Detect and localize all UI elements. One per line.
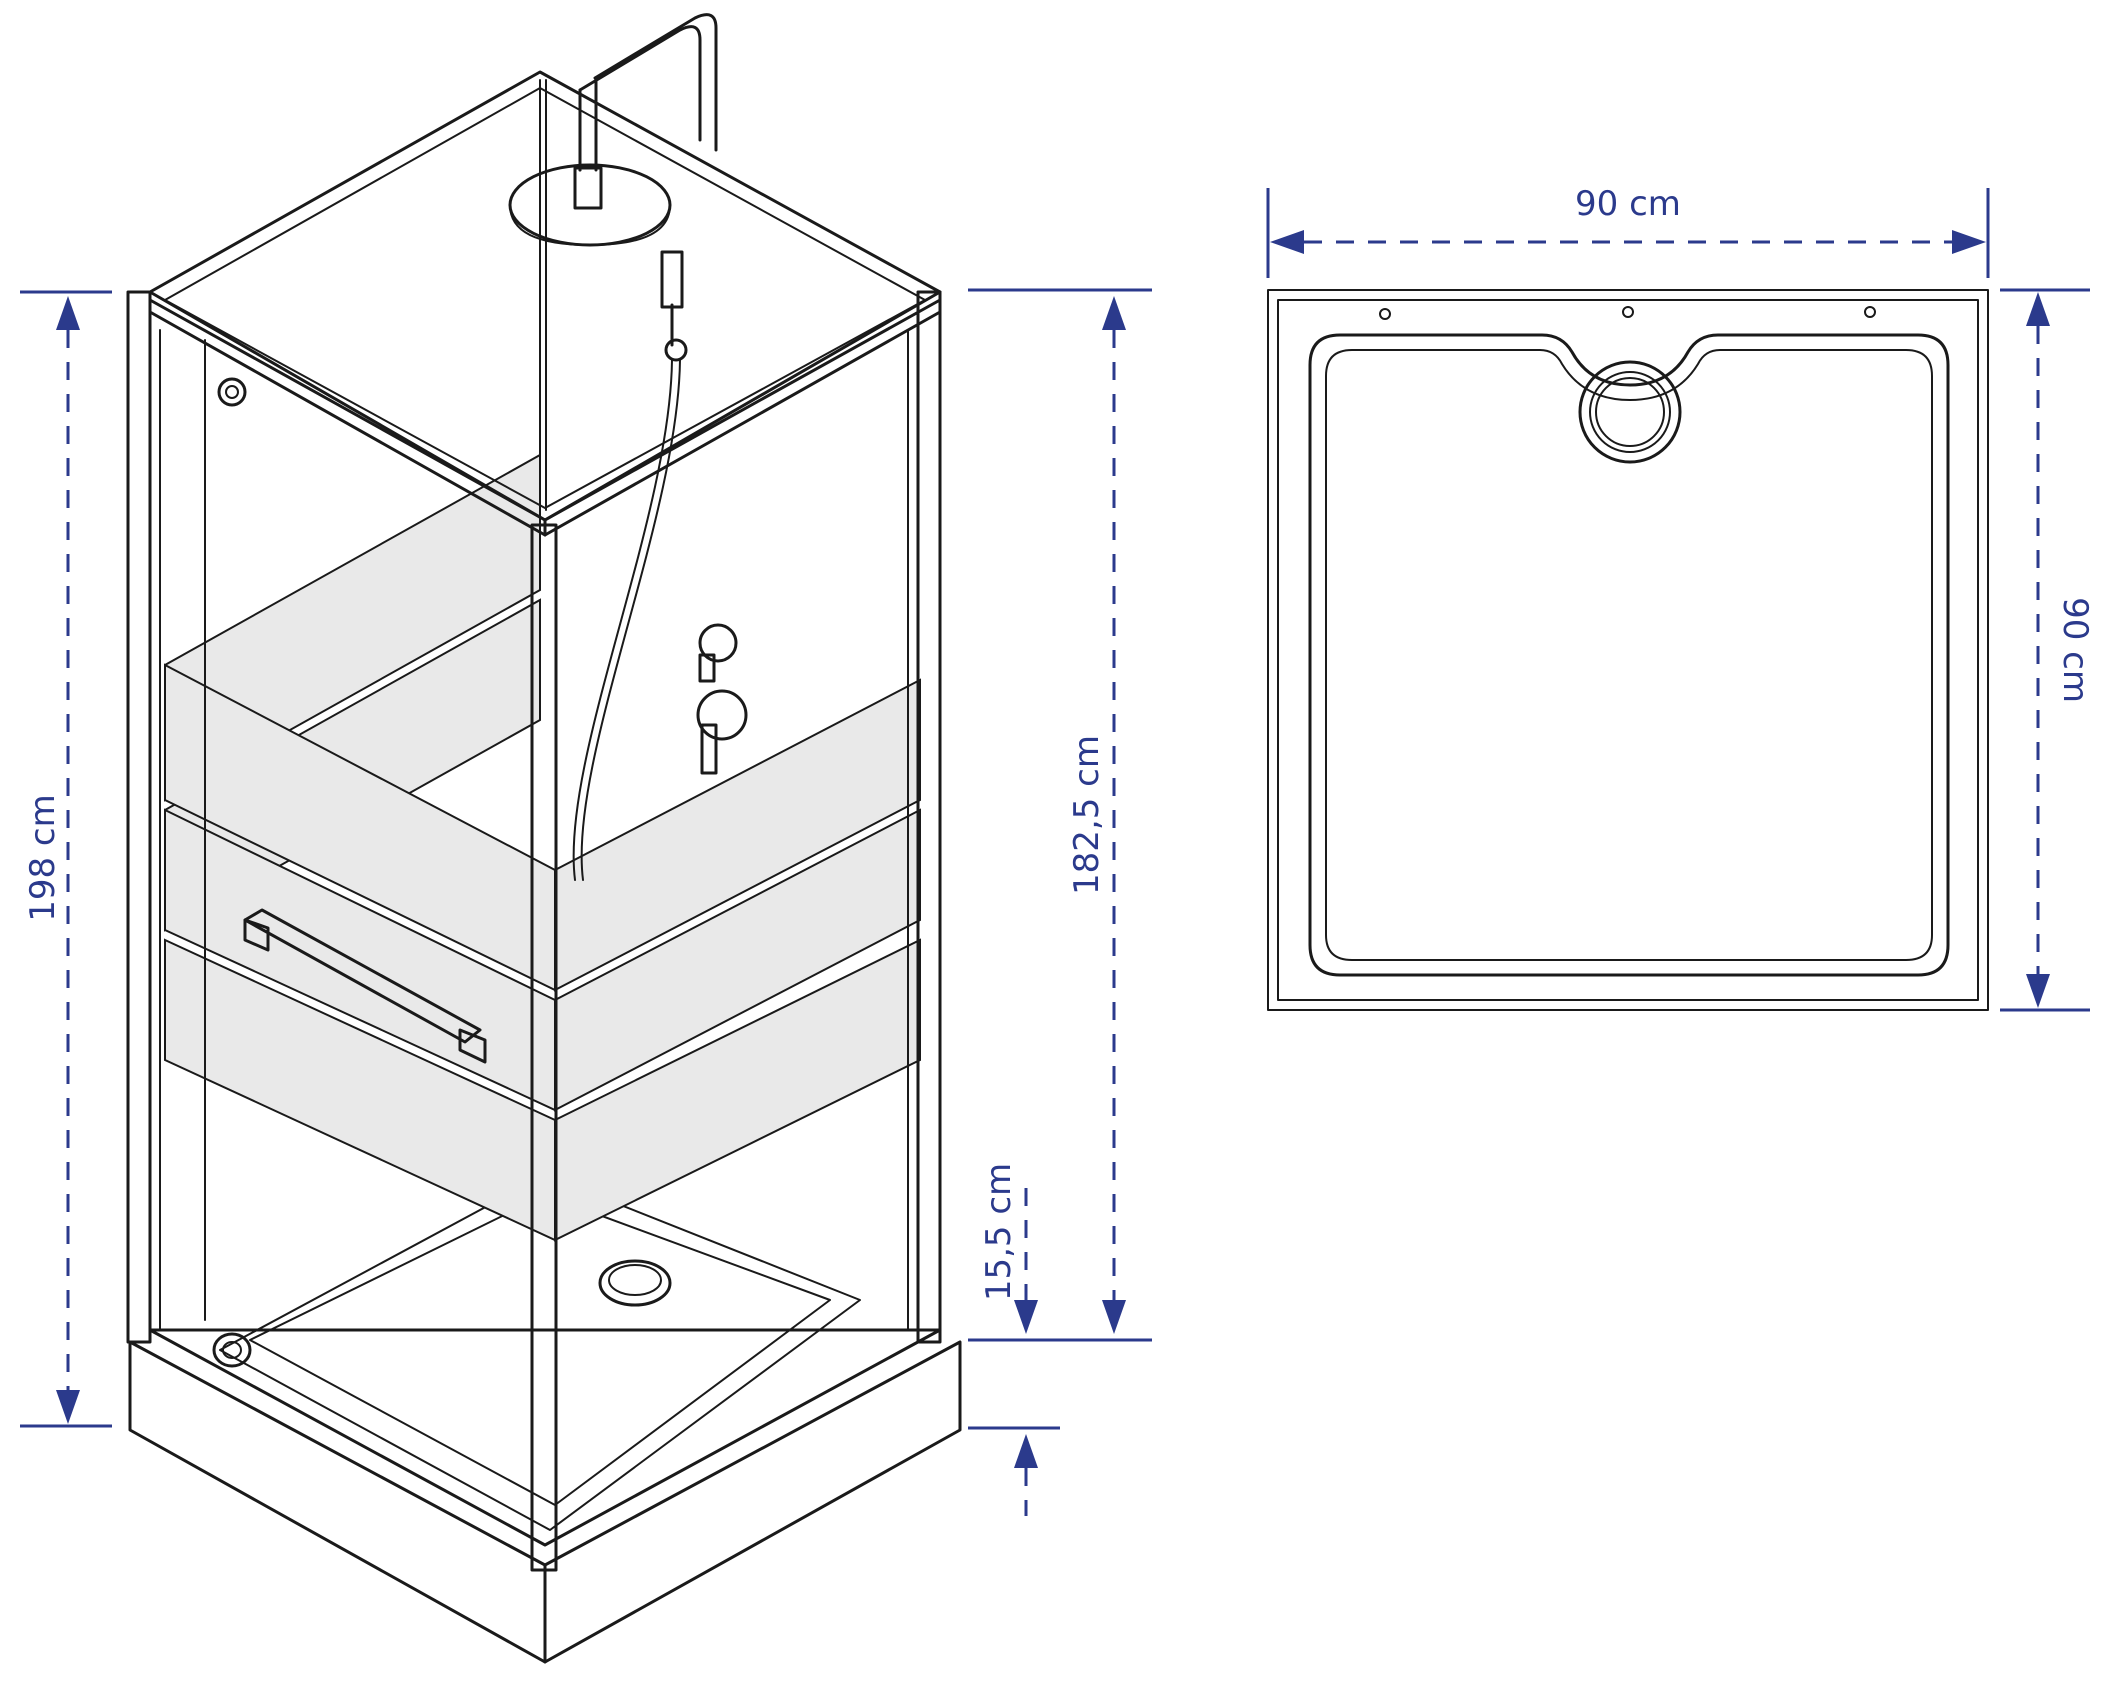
total-height-label: 198 cm [23,794,63,922]
tray-height-label: 15,5 cm [979,1163,1019,1301]
cabin-frame [126,70,942,1572]
width-label: 90 cm [1575,184,1681,224]
frosted-glass-bands [164,453,921,1242]
door-handle [243,908,487,1064]
dimension-cabin-height: 182,5 cm [968,288,1152,1342]
dimension-width: 90 cm [1266,184,1990,278]
rain-shower-head [508,13,718,247]
mixer-valves [696,623,748,775]
dimension-depth: 90 cm [2000,288,2095,1012]
shower-cabin-isometric [126,13,962,1664]
floor-drain [598,1259,672,1307]
shower-tray-base [128,1174,962,1664]
depth-label: 90 cm [2055,597,2095,703]
cabin-height-label: 182,5 cm [1067,735,1107,895]
tray-top-view [1267,289,1989,1011]
dimension-tray-height: 15,5 cm [968,1163,1060,1516]
dimension-total-height: 198 cm [20,290,112,1428]
hand-shower [572,250,688,881]
mounting-holes [1379,306,1876,320]
tray-drain-top [1578,360,1682,464]
